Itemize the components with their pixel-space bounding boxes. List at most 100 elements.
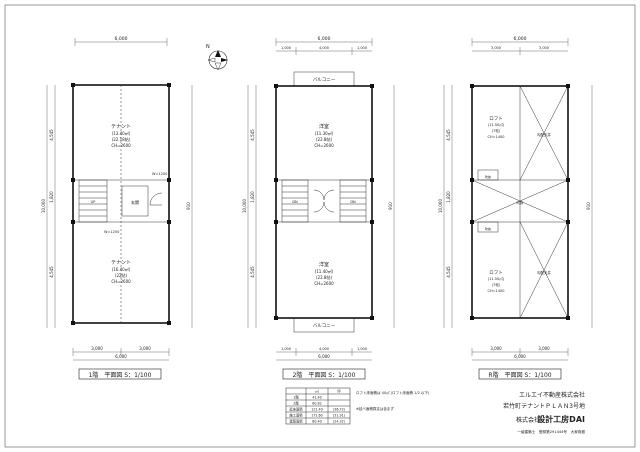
table-header: 坪 xyxy=(337,389,341,394)
bottom-dim-left: 3,000 xyxy=(91,346,103,351)
room-ch: CH=2600 xyxy=(314,281,334,286)
right-dim: 910 xyxy=(586,202,591,210)
note-loft: ロフト床面積は 40㎡ (ロフト床面積 1/2 以下) xyxy=(356,390,430,395)
right-dim: 910 xyxy=(186,202,191,210)
left-dim-top: 4,545 xyxy=(446,129,451,141)
bottom-dim: 4,000 xyxy=(319,347,329,351)
north-arrow-icon: N xyxy=(206,44,228,71)
top-dim: 6,000 xyxy=(514,36,527,42)
bottom-dim-right: 3,000 xyxy=(139,346,151,351)
top-sub-dim: 1,000 xyxy=(357,46,367,50)
top-sub-dim: 3,000 xyxy=(491,46,501,50)
room-tatami: (22帖) xyxy=(115,272,128,278)
room-ch: CH=1400 xyxy=(488,289,505,293)
table-cell: 41.40 xyxy=(312,396,321,400)
top-dim: 6,000 xyxy=(318,36,331,42)
room-label: テナント xyxy=(111,124,131,130)
sheet-border xyxy=(4,4,636,448)
room-area: (13.40㎡) xyxy=(112,130,131,136)
table-cell: 171.60 xyxy=(311,414,323,418)
room-tatami: (22.18帖) xyxy=(112,136,131,142)
note-exclusion: ※延べ面積算定は含まず xyxy=(356,406,394,411)
left-dim-bot: 4,545 xyxy=(49,266,54,278)
bottom-dim: 3,000 xyxy=(490,346,502,351)
table-cell: 延床面積 xyxy=(289,407,303,412)
room-tatami: (7帖) xyxy=(492,282,501,287)
room-ch: CH=2600 xyxy=(111,143,131,148)
bottom-total-dim: 6,000 xyxy=(115,354,127,359)
room-tatami: (22.8帖) xyxy=(316,136,332,142)
width-note: W=1200 xyxy=(104,230,119,234)
office-name: 設計工房DAI xyxy=(537,414,585,424)
left-dim-top: 4,545 xyxy=(49,129,54,141)
stair-label: DN xyxy=(292,200,298,204)
top-sub-dim: 3,000 xyxy=(539,46,549,50)
room-tatami: (22.8帖) xyxy=(316,274,332,280)
project-name: 若竹町テナントＰＬＡＮ3号地 xyxy=(503,402,585,410)
room-label: ロフト xyxy=(489,116,503,122)
top-sub-dim: 1,000 xyxy=(281,46,291,50)
left-dim-bot: 4,545 xyxy=(446,266,451,278)
north-label: N xyxy=(206,44,210,50)
left-dim-top: 4,545 xyxy=(250,129,255,141)
table-cell: 2階 xyxy=(293,401,299,406)
left-dim-mid: 1,820 xyxy=(446,191,451,203)
room-ch: CH=1400 xyxy=(488,135,505,139)
right-dim: 910 xyxy=(388,202,393,210)
table-cell: 121.40 xyxy=(311,408,323,412)
area-table: ㎡ 坪 1階 41.40 2階 80.82 延床面積 121.40 (36.72… xyxy=(285,387,351,425)
table-cell: 建築面積 xyxy=(289,419,303,424)
room-area: (11.50㎡) xyxy=(488,122,505,127)
room-label: ロフト xyxy=(489,270,503,276)
table-cell: (36.72) xyxy=(333,408,345,412)
bottom-dim: 1,000 xyxy=(281,347,291,351)
bottom-total-dim: 6,000 xyxy=(318,354,330,359)
top-dim: 6,000 xyxy=(115,36,128,42)
balcony-label: バルコニー xyxy=(313,77,336,83)
stair-label: DN xyxy=(350,200,356,204)
table-cell: (51.91) xyxy=(333,414,345,418)
total-dim: 10,000 xyxy=(242,199,247,213)
table-cell: (24.32) xyxy=(333,420,345,424)
aux-label: 吹抜 xyxy=(485,174,491,179)
room-ch: CH=2600 xyxy=(314,143,334,148)
top-sub-dim: 4,000 xyxy=(319,46,329,50)
entrance-label: 玄関 xyxy=(131,199,139,205)
total-dim: 10,000 xyxy=(41,199,46,213)
bottom-total-dim: 6,000 xyxy=(514,354,526,359)
table-cell: 80.82 xyxy=(312,402,321,406)
left-dim-mid: 1,820 xyxy=(250,191,255,203)
table-cell: 施工面積 xyxy=(289,413,303,418)
aux-label: 勾配天井 xyxy=(537,132,551,137)
client-name: エルエイ不動産株式会社 xyxy=(519,391,585,399)
table-cell: 80.40 xyxy=(312,420,321,424)
room-area: (11.40㎡) xyxy=(315,268,334,274)
plan-title: 2階 平面図 S：1/100 xyxy=(293,371,356,379)
room-area: (16.40㎡) xyxy=(112,266,131,272)
total-dim: 10,000 xyxy=(438,199,443,213)
table-cell: 1階 xyxy=(293,395,299,400)
width-note: W=1200 xyxy=(152,172,167,176)
bottom-dim: 3,000 xyxy=(538,346,550,351)
aux-label: 吹抜 xyxy=(517,200,525,205)
room-label: 洋室 xyxy=(319,123,329,130)
plan-roof: 6,000 3,000 3,000 10,000 4,545 1,820 4,5… xyxy=(438,36,593,380)
plan-2f: 6,000 1,000 4,000 1,000 10,000 4,545 1,8… xyxy=(242,36,395,380)
room-ch: CH=2600 xyxy=(111,279,131,284)
plan-title: R階 平面図 S：1/100 xyxy=(488,371,551,379)
left-dim-mid: 1,820 xyxy=(49,191,54,203)
table-header: ㎡ xyxy=(315,389,319,394)
plan-1f: 6,000 10,000 4,545 1,820 4,545 910 xyxy=(41,36,193,380)
room-tatami: (7帖) xyxy=(492,128,501,133)
left-dim-bot: 4,545 xyxy=(250,266,255,278)
stair-label: UP xyxy=(91,200,96,204)
aux-label: 吹抜 xyxy=(485,226,491,231)
bottom-dim: 1,000 xyxy=(357,347,367,351)
balcony-label: バルコニー xyxy=(313,323,336,329)
title-block: エルエイ不動産株式会社 若竹町テナントＰＬＡＮ3号地 株式会社 設計工房DAI … xyxy=(503,391,585,434)
plan-title: 1階 平面図 S：1/100 xyxy=(89,371,152,379)
room-area: (11.30㎡) xyxy=(315,130,334,136)
room-label: テナント xyxy=(111,260,131,266)
license-line: 一級建築士 登録第291444号 大家貴樹 xyxy=(517,429,585,434)
